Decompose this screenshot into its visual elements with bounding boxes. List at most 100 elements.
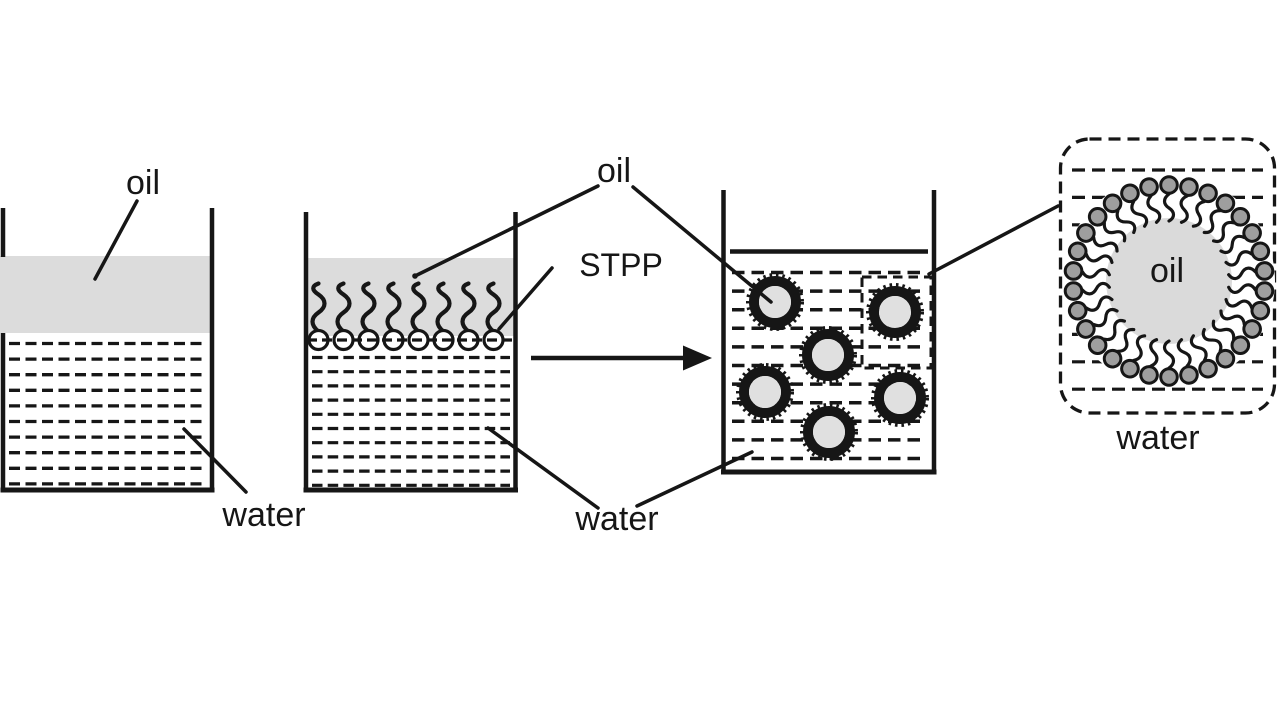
droplet-core [884, 382, 916, 414]
micelle-surfactant-molecule [1227, 281, 1275, 301]
micelle-surfactant-molecule [1067, 295, 1114, 321]
surfactant-molecule [457, 281, 480, 352]
micelle-surfactant-molecule [1191, 183, 1218, 228]
surfactant-head [1063, 281, 1084, 301]
micelle-surfactant-molecule [1076, 307, 1119, 339]
surfactant-tail [1227, 283, 1258, 295]
surfactant-tail [1176, 338, 1192, 368]
oil-droplet [746, 273, 804, 331]
droplet-shell [869, 286, 921, 338]
micelle-surfactant-molecule [1159, 175, 1179, 223]
beaker2-water-dashes [312, 355, 510, 487]
droplet-spikes [800, 403, 858, 461]
leader-zoom-connector [927, 204, 1060, 276]
surfactant-tail [1080, 267, 1111, 279]
surfactant-tail [1102, 319, 1127, 342]
surfactant-tail [1219, 309, 1246, 327]
micelle-surfactant-molecule [1224, 297, 1271, 321]
micelle-surfactant-molecule [1063, 281, 1111, 301]
micelle-surfactant-molecule [1227, 261, 1275, 281]
surfactant-tail [1084, 252, 1114, 265]
surfactant-tail [1146, 194, 1162, 224]
surfactant-tail [1219, 234, 1246, 255]
micelle-oil-core [1106, 218, 1232, 344]
oil-droplet [800, 403, 858, 461]
surfactant-head [1179, 365, 1199, 385]
surfactant-tail [1179, 194, 1189, 224]
surfactant-tail [360, 281, 377, 334]
oil-label-beaker1: oil [126, 164, 160, 202]
surfactant-tail [310, 281, 327, 334]
beaker1-oil-layer [0, 256, 214, 333]
surfactant-tail [1191, 199, 1206, 228]
surfactant-head [1139, 177, 1159, 197]
surfactant-tail [1115, 209, 1137, 235]
oil-droplets [736, 273, 929, 461]
oil-droplet [871, 369, 929, 427]
leader-lines [93, 184, 1060, 510]
leader-beaker2-water [486, 426, 600, 510]
surfactant-tail [1102, 221, 1127, 243]
oil-label-micelle: oil [1150, 252, 1184, 290]
beaker-oil-on-water [0, 208, 215, 493]
surfactant-tail [1189, 334, 1208, 363]
droplet-core [879, 296, 911, 328]
droplet-shell [802, 329, 854, 381]
surfactant-tail [1211, 220, 1236, 243]
surfactant-tail [1224, 250, 1254, 267]
leader-beaker1-oil [93, 199, 139, 281]
leader-end-dot [412, 273, 418, 279]
surfactant-head [1159, 367, 1179, 387]
micelle-surfactant-molecule [1102, 193, 1137, 235]
droplet-core [813, 416, 845, 448]
micelle-surfactant-molecule [1159, 339, 1179, 387]
micelle-surfactant-molecule [1219, 223, 1262, 255]
droplet-shell [749, 276, 801, 328]
micelle-magnified-view [1058, 137, 1277, 415]
micelle-surfactant-molecule [1102, 327, 1136, 369]
surfactant-tail [1080, 281, 1111, 296]
surfactant-head [1254, 281, 1275, 301]
micelle-surfactant-molecule [1219, 309, 1262, 339]
surfactant-tail [385, 281, 402, 334]
surfactant-tail [1116, 327, 1136, 353]
micelle-surfactant-molecule [1076, 223, 1119, 253]
surfactant-head [1159, 175, 1179, 195]
droplet-spikes [866, 283, 924, 341]
leader-beaker1-water [182, 427, 248, 494]
surfactant-tail [1202, 209, 1222, 235]
leader-midoil-to-beaker2 [413, 184, 600, 278]
micelle-surfactant-molecule [1139, 338, 1159, 385]
micelle-surfactant-molecule [1179, 177, 1199, 224]
droplet-core [812, 339, 844, 371]
micelle-surfactant-molecule [1067, 241, 1114, 265]
droplet-spikes [746, 273, 804, 331]
droplet-spikes [799, 326, 857, 384]
beaker-surfactant-interface [303, 212, 518, 493]
micelle-surfactant-molecule [1211, 319, 1251, 356]
micelle-surfactant-molecule [1087, 319, 1127, 356]
micelle-surfactant-molecule [1211, 206, 1251, 243]
surfactant-tail [1130, 199, 1149, 228]
surfactant-head [1179, 177, 1199, 197]
surfactant-tail [1084, 295, 1114, 312]
surfactant-tail [1132, 334, 1147, 363]
droplet-spikes [736, 363, 794, 421]
surfactant-tail [1224, 297, 1254, 310]
surfactant-tail [335, 281, 352, 334]
micelle-surfactant-molecule [1087, 206, 1127, 243]
droplet-shell [739, 366, 791, 418]
micelle-surfactant-molecule [1176, 338, 1199, 385]
surfactant-tail [410, 281, 427, 334]
magnified-region-outline [860, 275, 933, 370]
water-label-middle: water [574, 500, 658, 538]
leader-beaker3-water [635, 450, 754, 508]
micelle-surfactant-molecule [1063, 261, 1111, 281]
surfactant-tail [1227, 266, 1258, 281]
water-label-micelle: water [1115, 419, 1199, 457]
micelle-surfactant-molecule [1139, 177, 1162, 224]
droplet-shell [874, 372, 926, 424]
surfactant-tail [460, 281, 477, 334]
